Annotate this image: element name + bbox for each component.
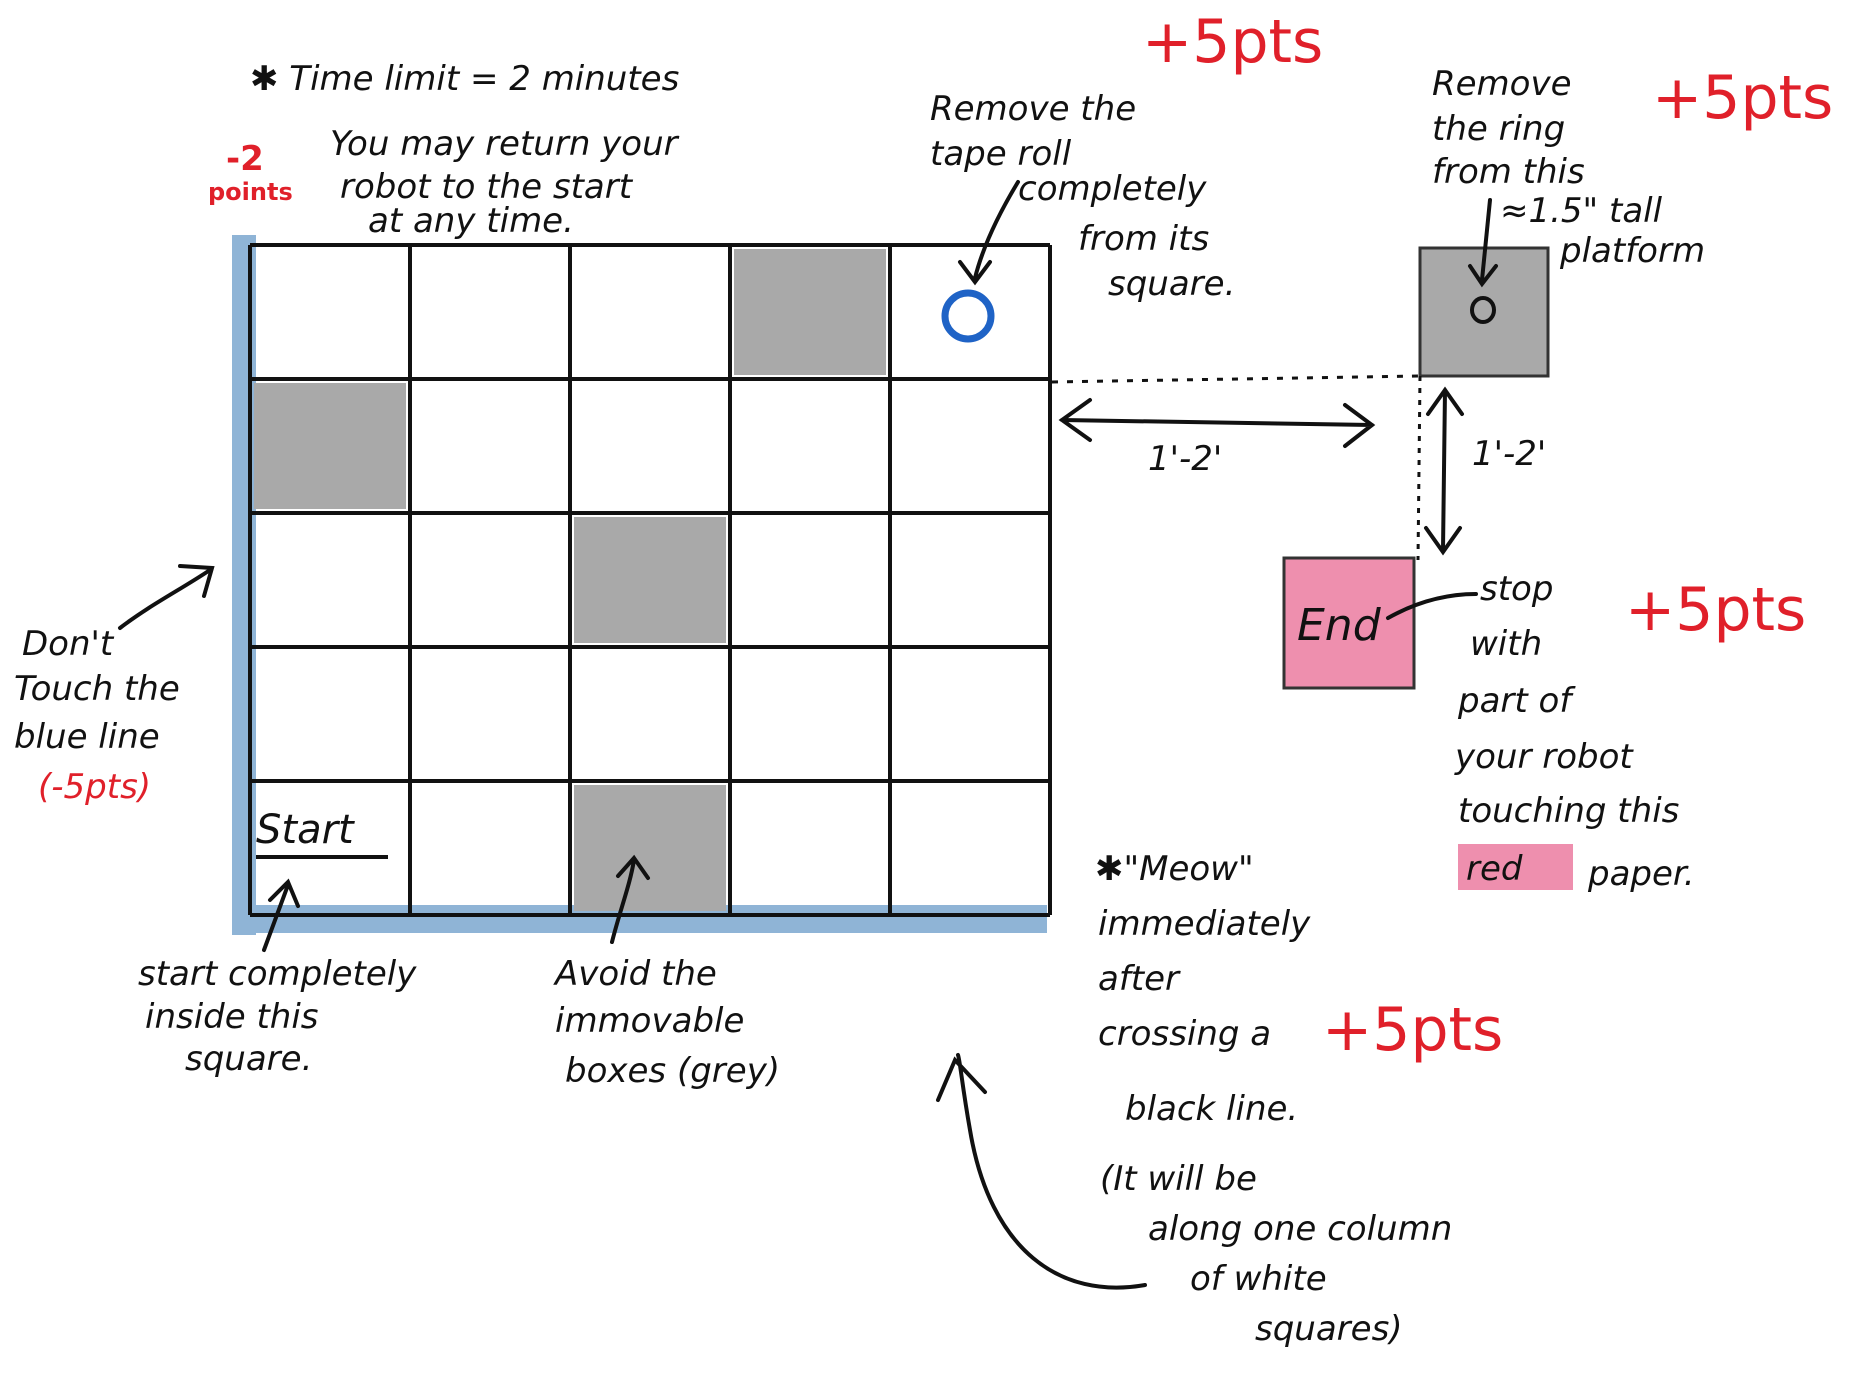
end-connector [1386,592,1478,620]
blue-line-note-line-3: blue line [14,717,160,757]
distance-markers: 1'-2' 1'-2' [1051,374,1546,561]
ring-platform [1418,198,1550,378]
course-grid: Start [232,235,1052,935]
grey-box-1 [734,249,886,375]
immovable-boxes [254,249,886,911]
stop-note-line-2: with [1470,624,1542,664]
stop-note: stop with part of your robot touching th… [1454,569,1806,894]
avoid-note: Avoid the immovable boxes (grey) [553,854,780,1091]
vertical-distance-arrow [1424,386,1464,556]
platform-note-line-1: Remove [1432,64,1572,104]
meow-paren-line-2: along one column [1148,1209,1452,1249]
start-note-line-2: inside this [145,997,319,1037]
meow-note-points: +5pts [1322,995,1503,1065]
meow-note-line-5: black line. [1125,1089,1298,1129]
stop-note-line-3: part of [1457,681,1576,721]
blue-line-note-line-2: Touch the [14,669,180,709]
start-note-line-3: square. [185,1039,312,1079]
meow-note-line-2: immediately [1098,904,1311,944]
stop-note-red-word: red [1466,849,1523,889]
start-note-arrow [262,878,300,952]
meow-note: ✱"Meow" immediately after crossing a bla… [936,849,1503,1349]
blue-line-note-penalty: (-5pts) [38,767,151,807]
return-note-line-3: at any time. [368,201,574,241]
meow-paren-line-4: squares) [1255,1309,1403,1349]
tape-note-arrow [958,180,1020,286]
meow-paren-line-3: of white [1190,1259,1327,1299]
platform-height-line-1: ≈1.5" tall [1500,191,1663,231]
dotted-guide-vertical [1416,375,1422,561]
return-note-line-1: You may return your [330,124,680,164]
platform-note: Remove the ring from this ≈1.5" tall pla… [1432,63,1833,271]
blue-line-note-arrow [118,564,215,630]
blue-line-left [232,235,256,935]
return-note: You may return your robot to the start a… [330,124,680,241]
avoid-note-line-3: boxes (grey) [565,1051,780,1091]
grey-box-3 [574,517,726,643]
stop-note-last-word: paper. [1587,854,1695,894]
end-label: End [1297,600,1382,651]
red-highlight [1458,844,1573,890]
stop-note-points: +5pts [1625,575,1806,645]
horizontal-distance-arrow [1058,398,1376,448]
return-note-line-2: robot to the start [340,167,634,207]
tape-note-line-5: square. [1108,264,1235,304]
penalty-unit: points [208,178,293,206]
penalty-value: -2 [226,139,264,179]
horizontal-distance-label: 1'-2' [1148,439,1222,479]
time-limit-note: ✱ Time limit = 2 minutes [250,59,679,99]
ring-arrow [1468,198,1498,288]
meow-paren-line-1: (It will be [1100,1159,1257,1199]
start-note-line-1: start completely [138,954,417,994]
penalty-label: -2 points [208,139,293,206]
grid-lines [248,243,1052,917]
meow-note-line-4: crossing a [1098,1014,1271,1054]
end-zone: End [1282,556,1478,690]
tape-note-points: +5pts [1142,7,1323,77]
blue-line-note: Don't Touch the blue line (-5pts) [14,564,215,807]
grey-box-2 [254,383,406,509]
end-box [1282,556,1416,690]
avoid-note-line-2: immovable [555,1001,744,1041]
dotted-guide-horizontal [1051,374,1421,384]
tape-roll-icon [941,289,995,343]
tape-note-line-3: completely [1018,169,1207,209]
ring-icon [1470,296,1496,324]
blue-line-note-line-1: Don't [22,624,115,664]
avoid-note-line-1: Avoid the [553,954,717,994]
stop-note-line-4: your robot [1454,737,1634,777]
stop-note-line-1: stop [1480,569,1553,609]
meow-note-line-3: after [1098,959,1181,999]
start-label: Start [256,807,355,853]
tape-note-line-4: from its [1078,219,1209,259]
tape-roll-note: Remove the tape roll completely from its… [930,7,1323,304]
meow-note-arrow [936,1053,1147,1290]
platform-height-line-2: platform [1559,231,1705,271]
tape-note-line-2: tape roll [930,134,1072,174]
stop-note-line-5: touching this [1458,791,1679,831]
platform-note-points: +5pts [1652,63,1833,133]
grey-box-4 [574,785,726,911]
platform-note-line-3: from this [1432,152,1585,192]
platform-note-line-2: the ring [1432,109,1565,149]
start-note: start completely inside this square. [138,878,417,1079]
vertical-distance-label: 1'-2' [1472,434,1546,474]
avoid-note-arrow [610,854,650,944]
tape-note-line-1: Remove the [930,89,1136,129]
meow-note-line-1: ✱"Meow" [1095,849,1254,889]
